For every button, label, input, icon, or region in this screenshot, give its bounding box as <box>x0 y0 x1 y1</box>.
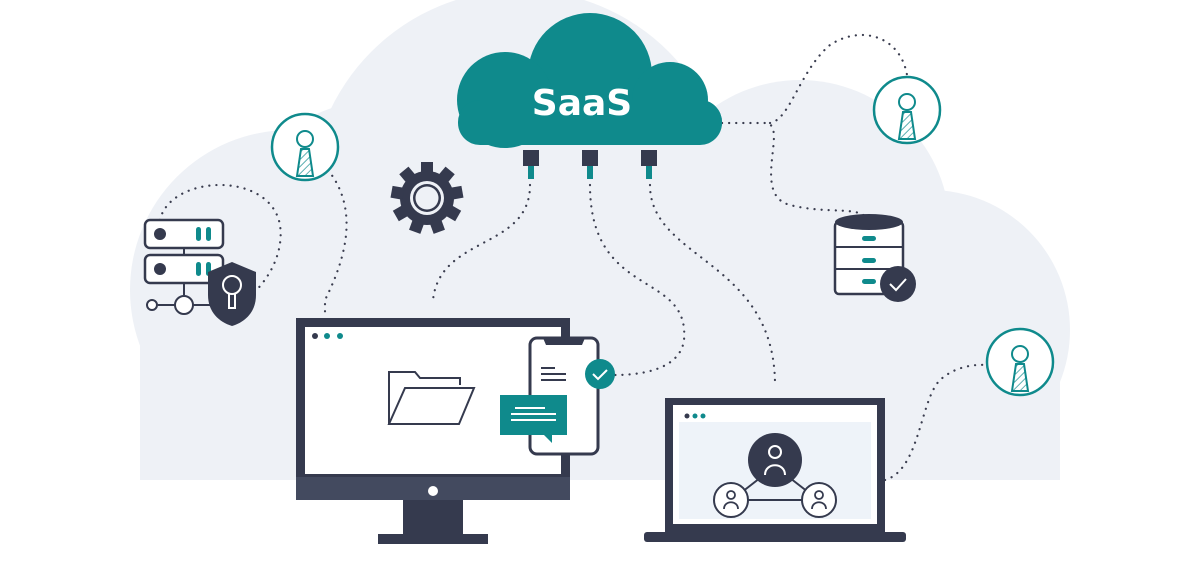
security-shield-keyhole-icon <box>208 262 256 326</box>
user-network-icon <box>713 433 837 518</box>
server-stack-icon <box>143 218 225 315</box>
saas-label: SaaS <box>532 83 632 124</box>
folder-icon <box>387 371 476 425</box>
user-avatar-icon <box>270 112 340 182</box>
chat-bubble-icon <box>500 395 567 443</box>
gear-icon <box>390 162 464 234</box>
saas-cloud: SaaS <box>457 13 722 179</box>
user-avatar-icon <box>872 75 942 145</box>
dotted-connectors <box>158 33 992 482</box>
document-lines-icon <box>541 367 566 381</box>
desktop-monitor <box>296 318 570 544</box>
laptop <box>644 398 906 542</box>
database-check-icon <box>833 214 916 302</box>
user-avatar-icon <box>985 327 1055 397</box>
cloud-connectors <box>523 150 657 179</box>
